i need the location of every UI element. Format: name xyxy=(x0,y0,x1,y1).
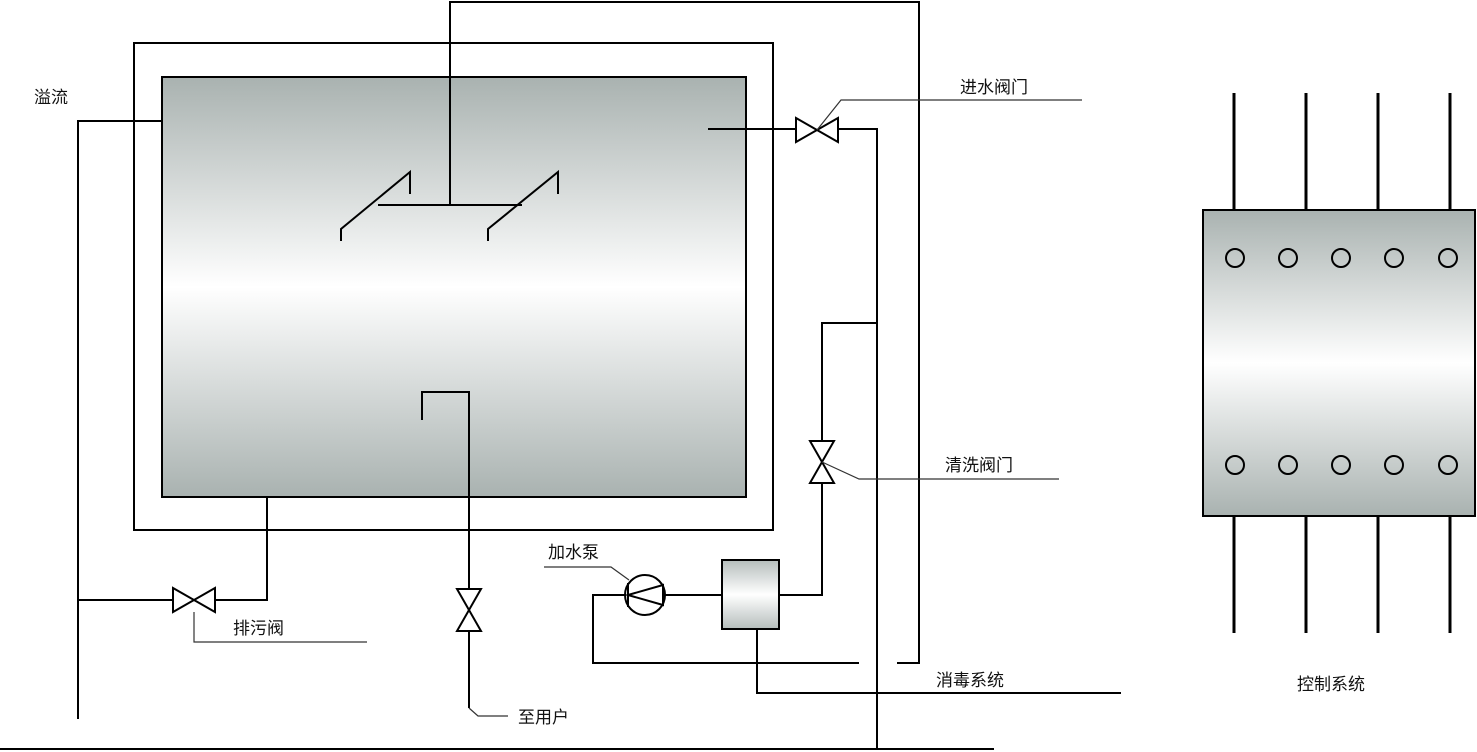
tank-outer-frame xyxy=(133,42,774,531)
overflow-label: 溢流 xyxy=(34,88,68,108)
to-user-label: 至用户 xyxy=(518,708,569,728)
overflow-pipe xyxy=(77,120,162,719)
outlet-valve[interactable] xyxy=(455,588,483,632)
spray-manifold xyxy=(340,169,559,241)
water-tank xyxy=(161,76,747,498)
fill-pump[interactable] xyxy=(624,574,666,616)
outlet-pipe xyxy=(421,391,470,588)
drain-valve[interactable] xyxy=(172,586,216,614)
drain-valve-label: 排污阀 xyxy=(233,619,284,639)
inlet-valve[interactable] xyxy=(795,116,839,144)
disinfection-unit xyxy=(721,559,780,630)
control-system-label: 控制系统 xyxy=(1297,675,1365,695)
top-loop-pipe xyxy=(449,1,920,664)
control-system-panel xyxy=(1202,93,1476,633)
inlet-valve-label: 进水阀门 xyxy=(960,78,1028,98)
cleaning-valve-label: 清洗阀门 xyxy=(945,456,1013,476)
drain-pipe xyxy=(216,497,268,601)
cleaning-pipe xyxy=(821,322,877,440)
cleaning-valve[interactable] xyxy=(808,440,836,484)
fill-pump-label: 加水泵 xyxy=(548,543,599,563)
disinfection-system-label: 消毒系统 xyxy=(936,671,1004,691)
